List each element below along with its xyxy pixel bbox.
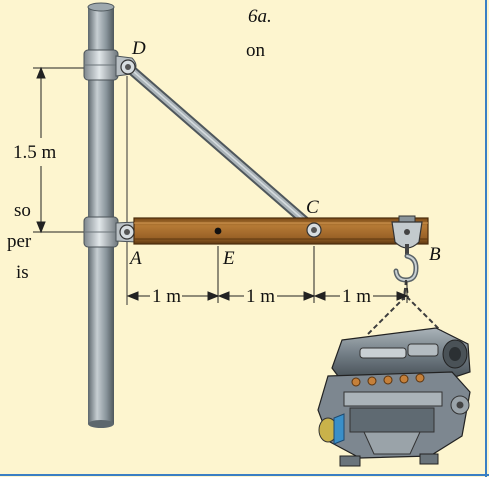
strut-dc (123, 62, 319, 234)
pin-a (119, 224, 135, 240)
text-fragment-is: is (16, 262, 29, 283)
text-fragment-so: so (14, 200, 31, 221)
vertical-dimension (33, 66, 86, 234)
label-point-c: C (306, 197, 319, 218)
text-fragment-on: on (246, 40, 266, 61)
dimension-ae-label: 1 m (152, 286, 181, 307)
dimension-ec-label: 1 m (246, 286, 275, 307)
vertical-dimension-label: 1.5 m (13, 142, 57, 163)
crane-hook-icon (393, 244, 419, 283)
pin-d (120, 59, 136, 75)
label-point-a: A (128, 248, 142, 269)
text-fragment-per: per (7, 231, 32, 252)
point-e-marker (214, 227, 222, 235)
beam-ab (133, 217, 429, 245)
pulley-block (391, 215, 423, 249)
text-fragment-top: 6a. (248, 6, 272, 27)
label-point-b: B (429, 244, 441, 265)
label-point-d: D (131, 38, 146, 59)
dimension-cb-label: 1 m (342, 286, 371, 307)
horizontal-dimension (126, 246, 409, 303)
lifting-chains (365, 279, 447, 337)
label-point-e: E (222, 248, 235, 269)
engine-block-icon (317, 327, 471, 467)
pin-c (306, 222, 322, 238)
